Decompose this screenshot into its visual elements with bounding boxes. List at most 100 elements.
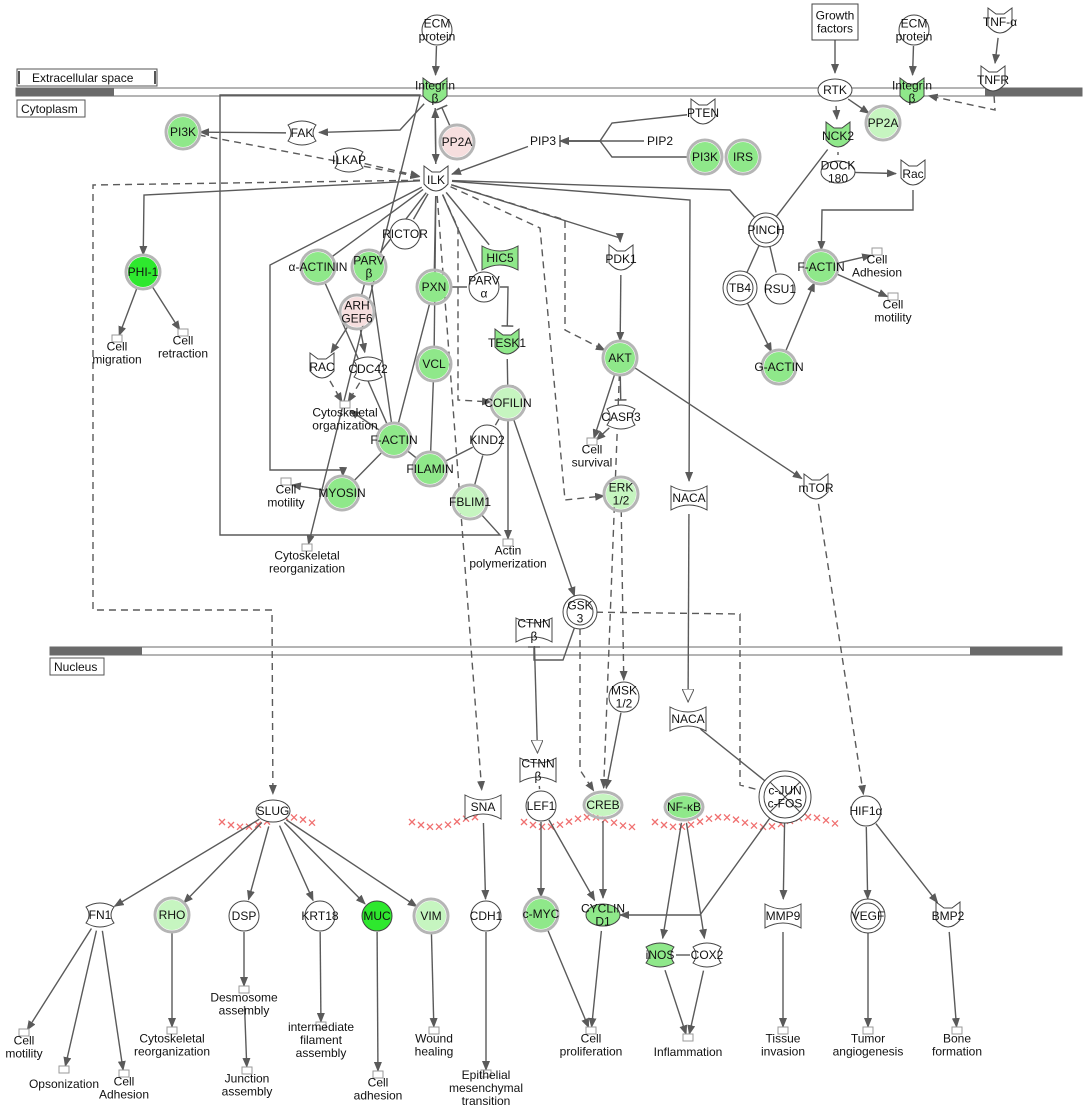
node-hif1a[interactable]: HIF1α xyxy=(850,795,883,827)
edge-akt-mtor xyxy=(632,366,803,480)
edge-kind2-fblim1 xyxy=(473,455,484,486)
node-ilkap[interactable]: ILKAP xyxy=(332,147,366,173)
node-gactin[interactable]: G-ACTIN xyxy=(754,348,804,386)
node-pi3k2[interactable]: PI3K xyxy=(686,138,724,176)
node-sna[interactable]: SNA xyxy=(464,794,502,820)
edge-cjun-mmp9 xyxy=(779,812,788,901)
node-mmp9[interactable]: MMP9 xyxy=(764,903,802,929)
node-muc[interactable]: MUC xyxy=(361,900,393,932)
node-vcl[interactable]: VCL xyxy=(415,345,453,383)
node-factin1[interactable]: F-ACTIN xyxy=(370,421,418,459)
node-nfkb[interactable]: NF-κB xyxy=(663,792,705,822)
node-rac2[interactable]: RAC xyxy=(309,352,335,379)
node-fak[interactable]: FAK xyxy=(287,120,317,146)
node-cox2[interactable]: COX2 xyxy=(691,942,724,968)
node-rtk[interactable]: RTK xyxy=(817,78,853,102)
node-rac1[interactable]: Rac xyxy=(900,159,926,186)
node-pp2a2[interactable]: PP2A xyxy=(864,104,902,142)
node-label-actinin: α-ACTININ xyxy=(289,260,348,274)
edge-casp3-cell_survival xyxy=(595,427,610,441)
node-vegf[interactable]: VEGF xyxy=(850,898,886,934)
node-krt18[interactable]: KRT18 xyxy=(301,900,339,932)
node-tnfa[interactable]: TNF-α xyxy=(983,7,1017,34)
node-rho[interactable]: RHO xyxy=(153,896,191,934)
node-dsp[interactable]: DSP xyxy=(228,900,260,932)
node-pp2a1[interactable]: PP2A xyxy=(438,123,476,161)
node-kind2[interactable]: KIND2 xyxy=(469,424,505,456)
node-lef1[interactable]: LEF1 xyxy=(525,790,557,822)
node-actinin[interactable]: α-ACTININ xyxy=(289,248,348,286)
edge-dock180-rac1 xyxy=(853,169,898,178)
edge-cdc42-cyto_org xyxy=(347,382,361,403)
edge-slug-muc xyxy=(283,821,366,905)
node-akt[interactable]: AKT xyxy=(601,339,639,377)
node-naca1[interactable]: NACA xyxy=(670,485,708,511)
edge-fak-pi3k1 xyxy=(198,128,287,137)
node-phi1[interactable]: PHI-1 xyxy=(124,253,162,291)
node-creb[interactable]: CREB xyxy=(582,790,624,820)
node-ilk[interactable]: ILK xyxy=(423,165,449,192)
node-tnfr[interactable]: TNFR xyxy=(977,65,1009,92)
edge-bmp2-bone xyxy=(948,931,960,1029)
node-label-rictor: RICTOR xyxy=(382,227,428,241)
edge-ilk-cofilin xyxy=(442,194,493,406)
node-cdh1[interactable]: CDH1 xyxy=(470,900,503,932)
node-tesk1[interactable]: TESK1 xyxy=(488,328,526,355)
node-pip3[interactable]: PIP3 xyxy=(530,134,556,148)
node-naca2[interactable]: NACA xyxy=(669,706,707,732)
node-casp3[interactable]: CASP3 xyxy=(601,404,641,430)
node-fblim1[interactable]: FBLIM1 xyxy=(449,483,491,521)
node-mtor[interactable]: mTOR xyxy=(798,473,834,500)
node-pten[interactable]: PTEN xyxy=(687,98,719,125)
node-tb4[interactable]: TB4 xyxy=(722,270,758,306)
node-fn1[interactable]: FN1 xyxy=(85,902,115,928)
node-bmp2[interactable]: BMP2 xyxy=(932,901,965,928)
node-vim[interactable]: VIM xyxy=(412,897,450,935)
node-rictor[interactable]: RICTOR xyxy=(382,218,428,250)
node-label-vcl: VCL xyxy=(422,357,446,371)
node-label-mtor: mTOR xyxy=(798,481,833,495)
edge-slug-krt18 xyxy=(278,825,314,902)
node-myosin[interactable]: MYOSIN xyxy=(318,474,366,512)
node-rsu1[interactable]: RSU1 xyxy=(764,273,796,305)
node-cdc42[interactable]: CDC42 xyxy=(348,356,388,382)
node-inos[interactable]: iNOS xyxy=(645,942,675,968)
node-pi3k1[interactable]: PI3K xyxy=(164,113,202,151)
edge-ilk-rictor xyxy=(412,193,429,220)
node-pxn[interactable]: PXN xyxy=(415,268,453,306)
node-filamin[interactable]: FILAMIN xyxy=(406,450,454,488)
node-nck2[interactable]: NCK2 xyxy=(822,121,854,148)
node-pinch[interactable]: PINCH xyxy=(747,212,785,248)
node-irs[interactable]: IRS xyxy=(724,138,762,176)
node-hic5[interactable]: HIC5 xyxy=(481,245,519,271)
edge-ilk-myosin xyxy=(269,186,423,478)
node-factin2[interactable]: F-ACTIN xyxy=(797,248,845,286)
node-slug[interactable]: SLUG xyxy=(255,799,291,823)
node-cofilin[interactable]: COFILIN xyxy=(484,384,532,422)
node-cmyc[interactable]: c-MYC xyxy=(522,895,560,933)
node-pdk1[interactable]: PDK1 xyxy=(605,244,637,271)
node-pip2[interactable]: PIP2 xyxy=(647,134,673,148)
